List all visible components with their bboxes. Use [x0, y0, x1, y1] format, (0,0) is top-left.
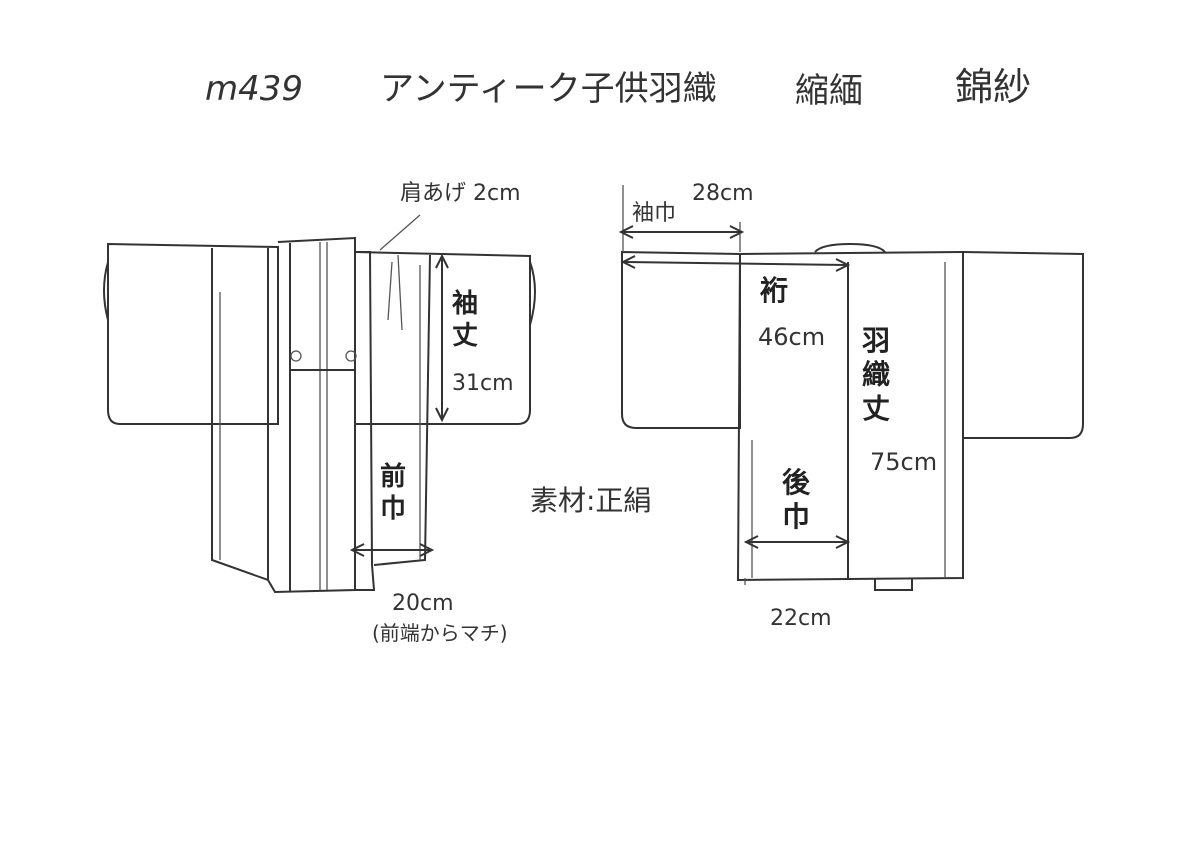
sleeve-width-arrow — [618, 185, 745, 252]
item-code: m439 — [205, 69, 303, 109]
fabric-pattern: 錦紗 — [955, 65, 1031, 109]
haori-length-value: 75cm — [870, 448, 937, 476]
front-right-sleeve — [354, 251, 531, 425]
yuki-arrow — [620, 255, 851, 272]
fabric-type: 縮緬 — [795, 71, 863, 111]
material-label: 素材:正絹 — [530, 484, 651, 517]
back-width-value: 22cm — [770, 606, 832, 631]
back-view-haori — [621, 242, 1084, 591]
back-width-arrow — [743, 535, 851, 549]
back-width-label: 後巾 — [782, 466, 811, 533]
haori-length-label: 羽織丈 — [862, 324, 890, 425]
sleeve-length-value: 31cm — [452, 371, 514, 396]
yuki-value: 46cm — [758, 323, 825, 351]
back-left-sleeve — [621, 250, 741, 429]
item-title: アンティーク子供羽織 — [380, 69, 717, 109]
sleeve-length-label: 袖丈 — [452, 288, 478, 351]
sleeve-length-arrow — [435, 253, 449, 423]
front-width-value: 20cm — [392, 591, 454, 616]
front-left-sleeve — [107, 242, 279, 425]
shoulder-tuck-label: 肩あげ 2cm — [400, 181, 521, 206]
front-left-body — [211, 248, 269, 582]
front-width-label: 前巾 — [380, 461, 406, 524]
sleeve-width-value: 28cm — [692, 181, 754, 206]
front-right-body — [355, 251, 376, 591]
sleeve-width-label: 袖巾 — [632, 201, 676, 226]
front-collar — [267, 236, 356, 594]
yuki-label: 裄 — [759, 274, 788, 307]
back-collar — [814, 242, 886, 253]
back-body — [736, 252, 964, 582]
back-right-sleeve — [962, 251, 1084, 439]
front-width-arrow — [349, 543, 435, 557]
front-width-note: (前端からマチ) — [372, 621, 508, 645]
front-view-haori — [103, 214, 536, 594]
